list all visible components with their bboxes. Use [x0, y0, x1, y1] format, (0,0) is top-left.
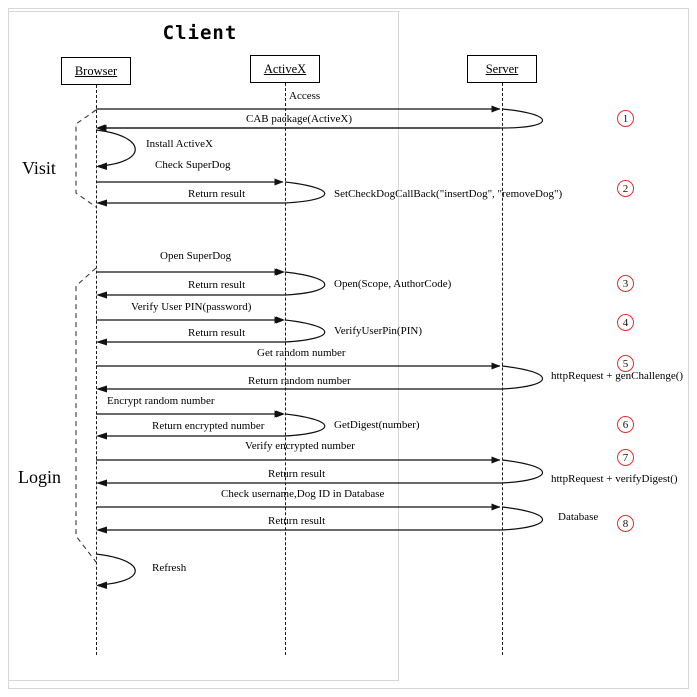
step-badge: 8 [617, 515, 634, 532]
message-label: Return result [268, 515, 326, 527]
step-badge: 1 [617, 110, 634, 127]
page-title: Client [162, 22, 238, 44]
step-badge: 2 [617, 180, 634, 197]
message-label: Open SuperDog [160, 250, 232, 262]
note-label: Database [558, 511, 599, 523]
phase-label-login: Login [18, 467, 61, 487]
message-label: Check username,Dog ID in Database [221, 488, 385, 500]
message-label: Return result [188, 188, 246, 200]
actor-label-browser: Browser [74, 63, 118, 78]
phase-label-visit: Visit [22, 158, 56, 178]
step-number: 1 [622, 112, 629, 125]
client-boundary-top-edge [9, 11, 400, 12]
note-label: VerifyUserPin(PIN) [334, 325, 422, 337]
lifeline-browser [96, 85, 97, 655]
lifeline-server [502, 83, 503, 655]
step-badge: 4 [617, 314, 634, 331]
step-number: 4 [622, 316, 629, 329]
message-label: Check SuperDog [155, 159, 231, 171]
actor-label-activex: ActiveX [263, 61, 307, 76]
actor-box-activex[interactable]: ActiveX [250, 55, 320, 83]
client-boundary-frame [9, 11, 399, 681]
message-label: Verify encrypted number [245, 440, 355, 452]
lifeline-activex [285, 83, 286, 655]
step-badge: 5 [617, 355, 634, 372]
step-number: 2 [622, 182, 629, 195]
message-label: Return result [268, 468, 326, 480]
note-label: GetDigest(number) [334, 419, 420, 431]
step-badge: 3 [617, 275, 634, 292]
step-number: 6 [622, 418, 629, 431]
message-label: Access [289, 90, 321, 102]
message-label: Return result [188, 279, 246, 291]
message-label: Return result [188, 327, 246, 339]
message-label: Refresh [152, 562, 187, 574]
step-badge: 6 [617, 416, 634, 433]
note-label: httpRequest + verifyDigest() [551, 473, 678, 485]
actor-box-server[interactable]: Server [467, 55, 537, 83]
message-label: Get random number [257, 347, 346, 359]
actor-label-server: Server [485, 61, 519, 76]
step-badge: 7 [617, 449, 634, 466]
note-label: Open(Scope, AuthorCode) [334, 278, 452, 290]
message-label: CAB package(ActiveX) [246, 113, 352, 125]
message-label: Return random number [248, 375, 351, 387]
outer-frame [8, 8, 689, 689]
message-label: Verify User PIN(password) [131, 301, 252, 313]
actor-box-browser[interactable]: Browser [61, 57, 131, 85]
message-label: Return encrypted number [152, 420, 265, 432]
step-number: 5 [622, 357, 629, 370]
step-number: 7 [622, 451, 629, 464]
note-label: SetCheckDogCallBack("insertDog", "remove… [334, 188, 563, 200]
step-number: 3 [622, 277, 629, 290]
note-label: httpRequest + genChallenge() [551, 370, 684, 382]
step-number: 8 [622, 517, 629, 530]
message-label: Install ActiveX [146, 138, 213, 150]
message-label: Encrypt random number [107, 395, 215, 407]
